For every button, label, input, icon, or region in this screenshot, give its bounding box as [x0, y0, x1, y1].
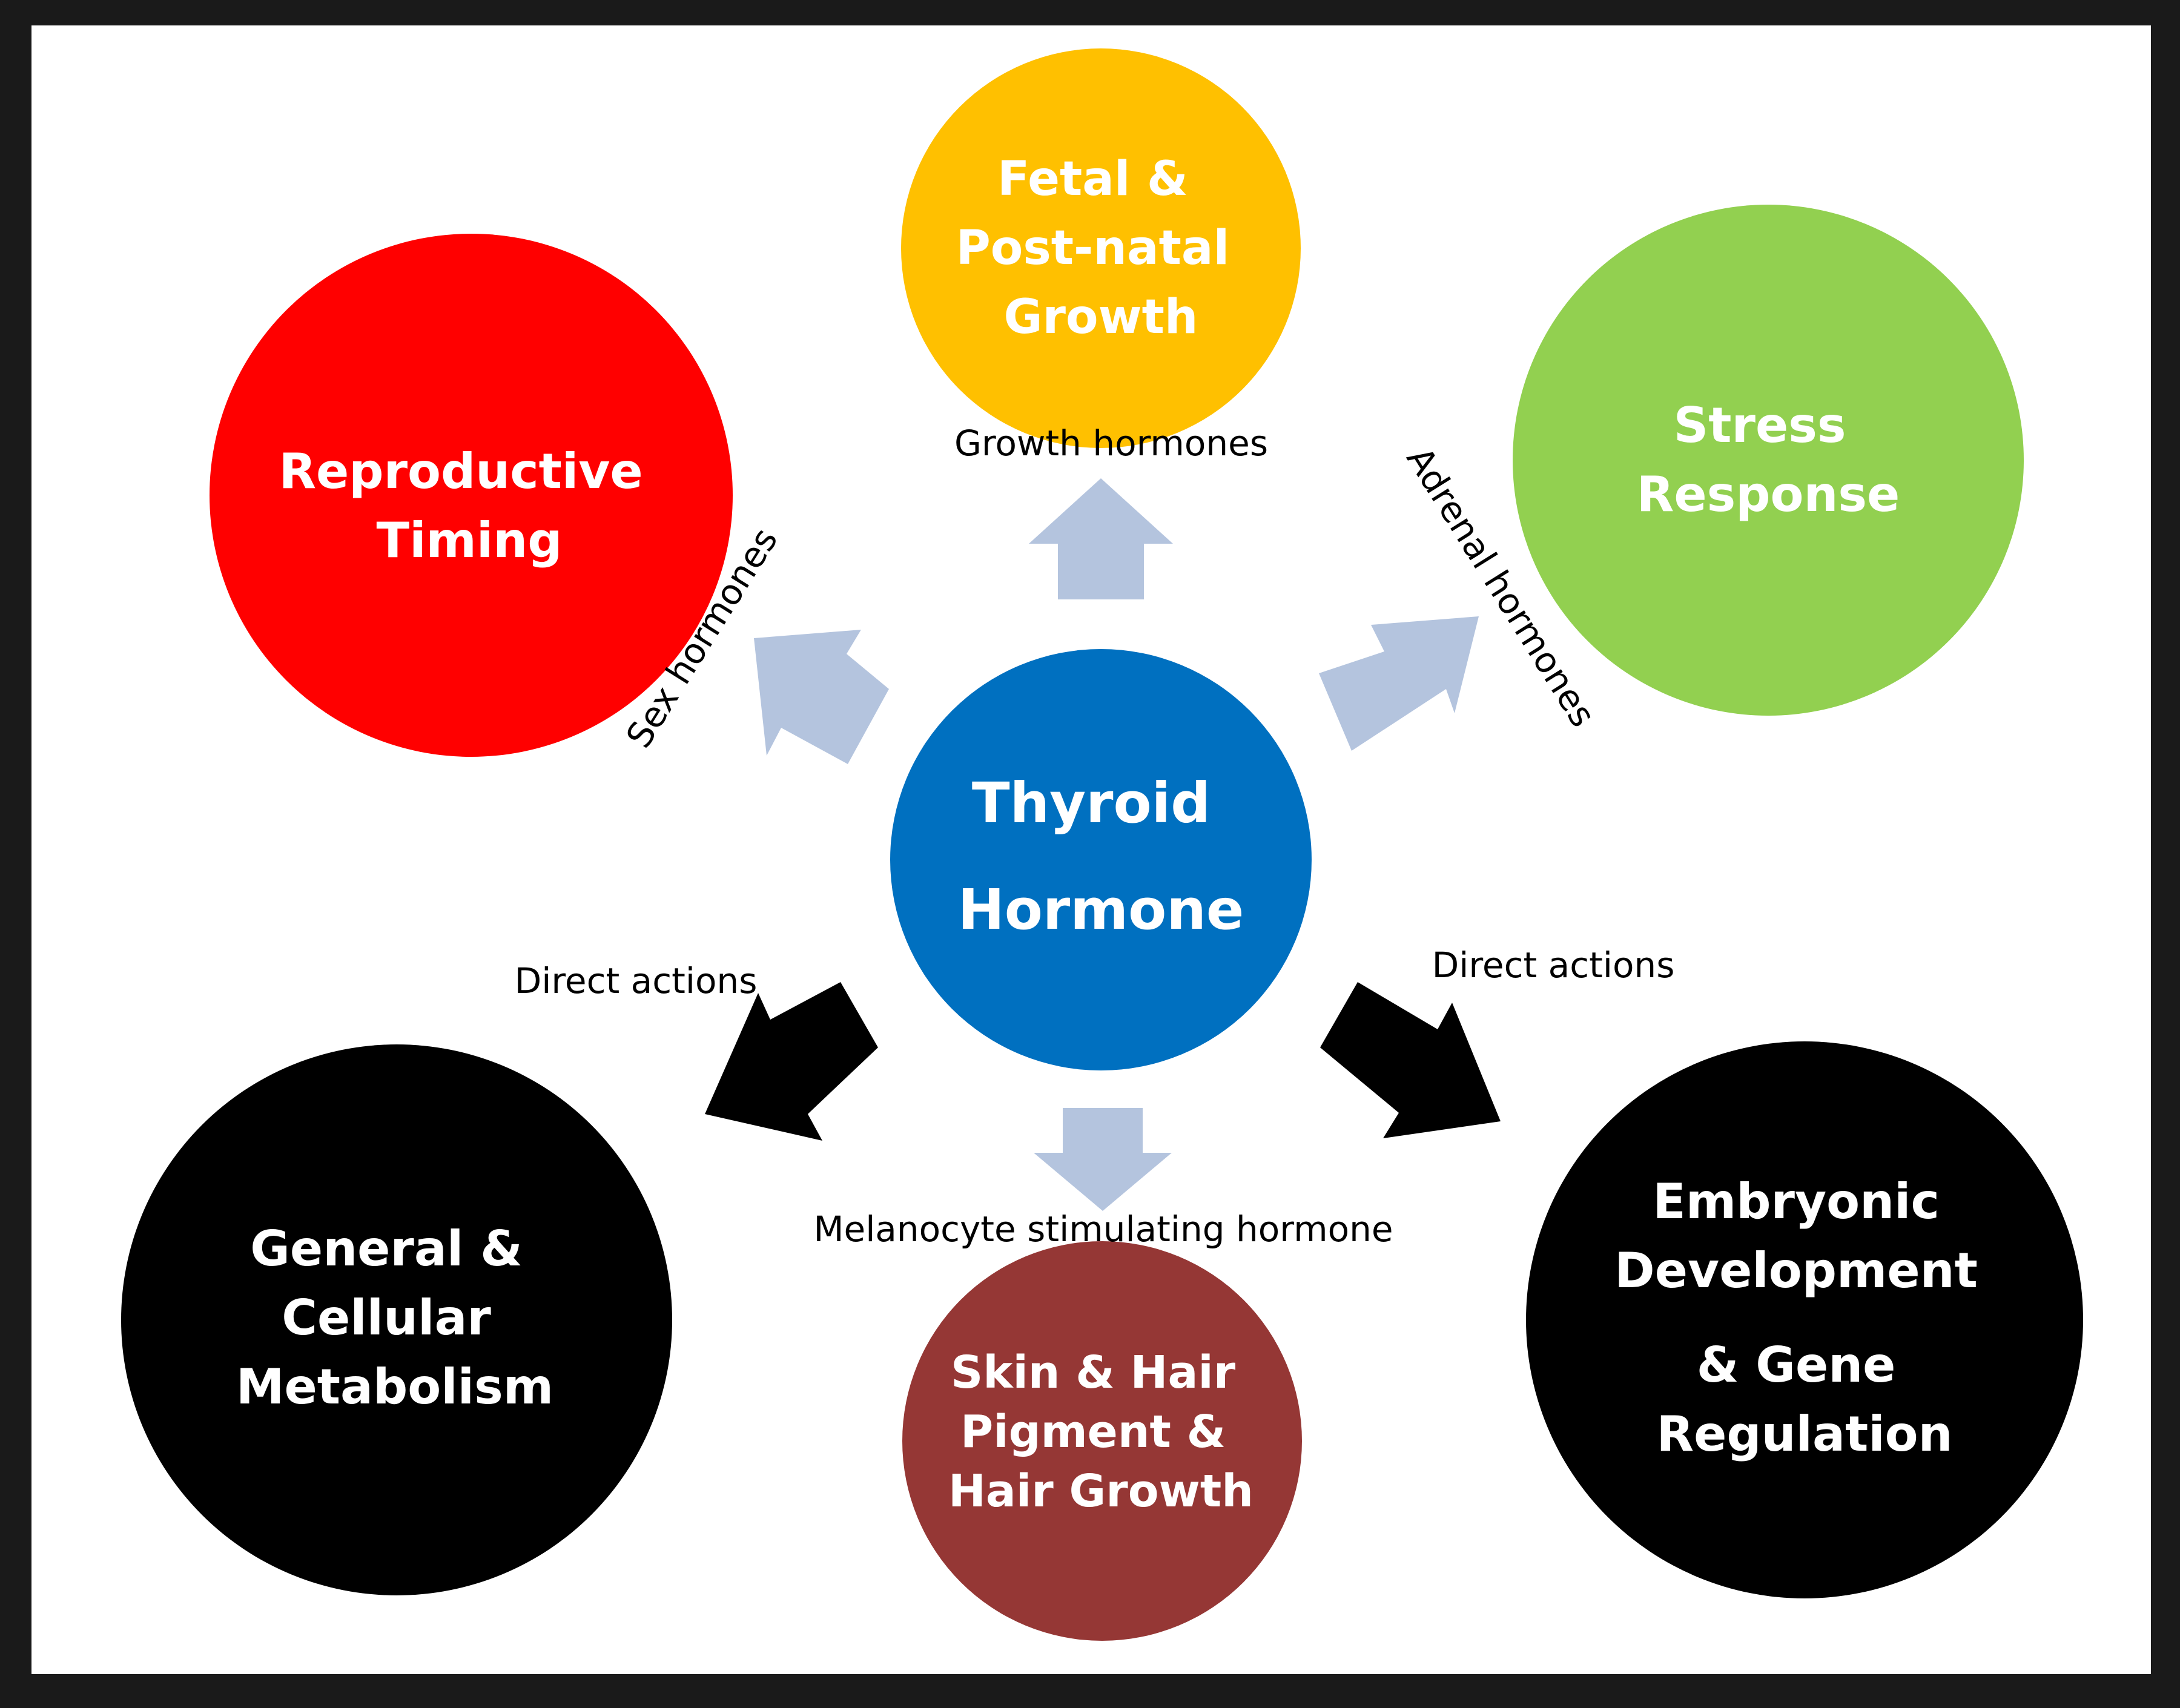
arrow-growth	[1029, 478, 1173, 599]
node-embryonic-line: Regulation	[1656, 1406, 1952, 1462]
arrow-direct-right	[1320, 982, 1501, 1138]
node-pigment-line: Skin & Hair	[951, 1347, 1236, 1399]
arrow-adrenal	[1319, 616, 1479, 751]
node-embryonic-line: & Gene	[1697, 1337, 1896, 1393]
arrow-melanocyte	[1034, 1108, 1172, 1211]
node-metabolism-line: Cellular	[282, 1290, 491, 1346]
arrow-sex	[754, 630, 889, 764]
node-growth-label: Fetal & Post-natal Growth	[956, 152, 1246, 345]
node-pigment-line: Hair Growth	[948, 1465, 1254, 1517]
node-metabolism-circle	[121, 1044, 672, 1595]
node-metabolism-line: Metabolism	[236, 1359, 553, 1415]
node-embryonic-label: Embryonic Development & Gene Regulation	[1614, 1173, 1994, 1462]
node-growth-line: Post-natal	[956, 221, 1230, 275]
node-growth-circle	[901, 48, 1301, 448]
node-reproductive-circle	[210, 234, 733, 757]
node-center-circle	[890, 649, 1312, 1070]
edge-label-direct-right: Direct actions	[1432, 945, 1675, 986]
node-stress-line: Response	[1637, 466, 1900, 523]
node-growth-line: Fetal &	[997, 152, 1188, 206]
node-center-label: Thyroid Hormone	[958, 771, 1244, 942]
node-reproductive-line: Reproductive	[279, 443, 642, 500]
node-stress-circle	[1513, 205, 2024, 716]
node-metabolism-line: General &	[250, 1221, 523, 1277]
node-pigment-circle	[902, 1241, 1302, 1641]
node-embryonic-circle	[1526, 1041, 2083, 1598]
node-growth-line: Growth	[1004, 290, 1198, 345]
node-center-line: Thyroid	[972, 771, 1211, 836]
node-embryonic-line: Embryonic	[1653, 1173, 1940, 1230]
arrow-direct-left	[705, 982, 878, 1141]
node-stress-line: Stress	[1674, 397, 1846, 453]
node-center-line: Hormone	[958, 877, 1244, 942]
node-pigment-line: Pigment &	[960, 1406, 1226, 1458]
node-metabolism-label: General & Cellular Metabolism	[236, 1221, 553, 1415]
edge-label-melanocyte: Melanocyte stimulating hormone	[813, 1208, 1393, 1250]
edge-label-direct-left: Direct actions	[515, 960, 758, 1001]
node-pigment-label: Skin & Hair Pigment & Hair Growth	[948, 1347, 1254, 1517]
node-reproductive-line: Timing	[377, 512, 563, 569]
node-stress-label: Stress Response	[1637, 397, 1900, 523]
edge-label-growth: Growth hormones	[954, 423, 1268, 464]
node-reproductive-label: Reproductive Timing	[279, 443, 659, 569]
node-embryonic-line: Development	[1614, 1242, 1978, 1299]
